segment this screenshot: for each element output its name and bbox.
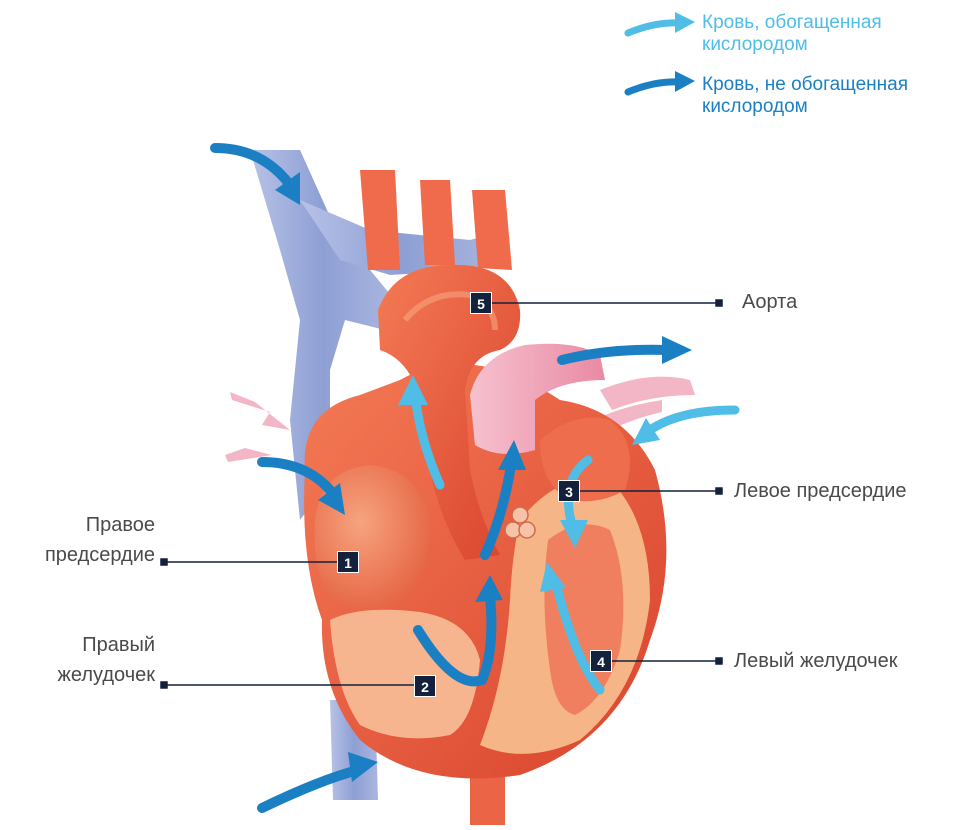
- pulmonary-veins-left: [225, 392, 290, 462]
- marker-left-ventricle: 4: [590, 650, 612, 672]
- label-right-atrium: Правое предсердие: [10, 510, 155, 570]
- legend-oxygenated-label: Кровь, обогащенная кислородом: [702, 12, 952, 56]
- marker-left-atrium: 3: [558, 480, 580, 502]
- legend-deoxygenated-label: Кровь, не обогащенная кислородом: [702, 74, 958, 118]
- label-left-atrium: Левое предсердие: [734, 476, 954, 506]
- label-aorta: Аорта: [742, 287, 892, 317]
- legend-deoxygenated-arrow-icon: [628, 71, 695, 92]
- label-right-ventricle: Правый желудочек: [10, 630, 155, 690]
- marker-right-ventricle: 2: [414, 675, 436, 697]
- legend-oxygenated-arrow-icon: [628, 12, 695, 33]
- marker-right-atrium: 1: [337, 551, 359, 573]
- aortic-branches: [360, 170, 512, 270]
- label-left-ventricle: Левый желудочек: [734, 646, 954, 676]
- marker-aorta: 5: [470, 292, 492, 314]
